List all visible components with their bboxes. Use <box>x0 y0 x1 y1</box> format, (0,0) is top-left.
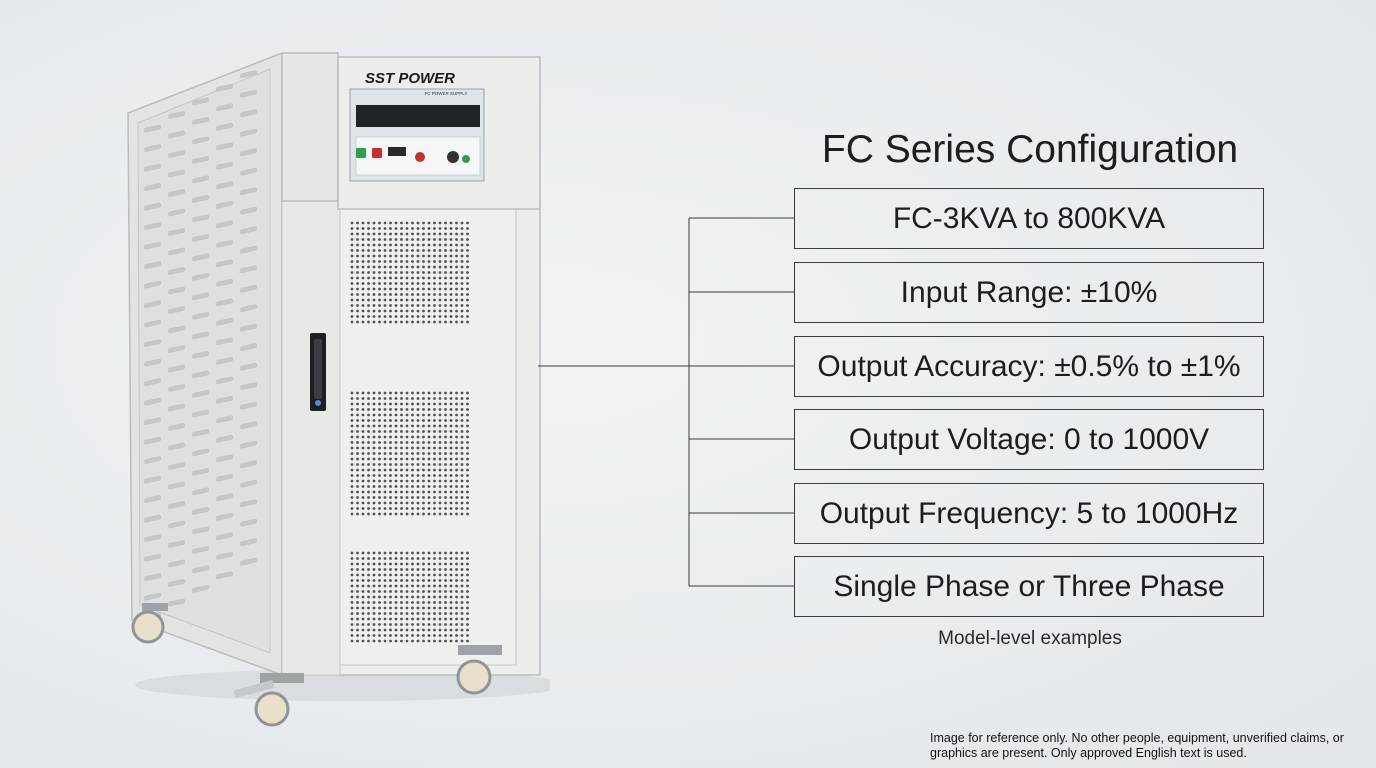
spec-text: Output Accuracy: ±0.5% to ±1% <box>817 349 1241 383</box>
spec-text: Input Range: ±10% <box>900 275 1158 309</box>
caster-wheel-front-right <box>456 645 502 695</box>
brand-logo: SST POWER <box>365 70 455 87</box>
emergency-stop-icon <box>415 152 425 162</box>
panel-meter <box>388 147 406 156</box>
spec-box-output-accuracy: Output Accuracy: ±0.5% to ±1% <box>794 336 1264 397</box>
caster-wheel-front-left <box>233 673 304 727</box>
selector-knob-icon <box>447 151 459 163</box>
spec-text: Single Phase or Three Phase <box>833 569 1225 603</box>
spec-box-output-voltage: Output Voltage: 0 to 1000V <box>794 409 1264 470</box>
spec-box-capacity: FC-3KVA to 800KVA <box>794 188 1264 249</box>
panel-label: FC POWER SUPPLY <box>425 91 468 96</box>
config-title: FC Series Configuration <box>821 128 1239 171</box>
frequency-converter-cabinet-image: SST POWER FC POWER SUPPLY <box>127 51 550 727</box>
footnote: Model-level examples <box>938 628 1122 649</box>
spec-text: Output Voltage: 0 to 1000V <box>848 422 1210 456</box>
spec-box-output-frequency: Output Frequency: 5 to 1000Hz <box>794 483 1264 544</box>
spec-box-phase: Single Phase or Three Phase <box>794 556 1264 617</box>
indicator-light-icon <box>462 155 470 163</box>
disclaimer-text: Image for reference only. No other peopl… <box>930 731 1344 760</box>
spec-box-input-range: Input Range: ±10% <box>794 262 1264 323</box>
power-on-button <box>356 148 366 158</box>
spec-text: FC-3KVA to 800KVA <box>892 201 1166 235</box>
caster-wheel-left-back <box>131 603 168 644</box>
spec-text: Output Frequency: 5 to 1000Hz <box>819 496 1239 530</box>
power-off-button <box>372 148 382 158</box>
